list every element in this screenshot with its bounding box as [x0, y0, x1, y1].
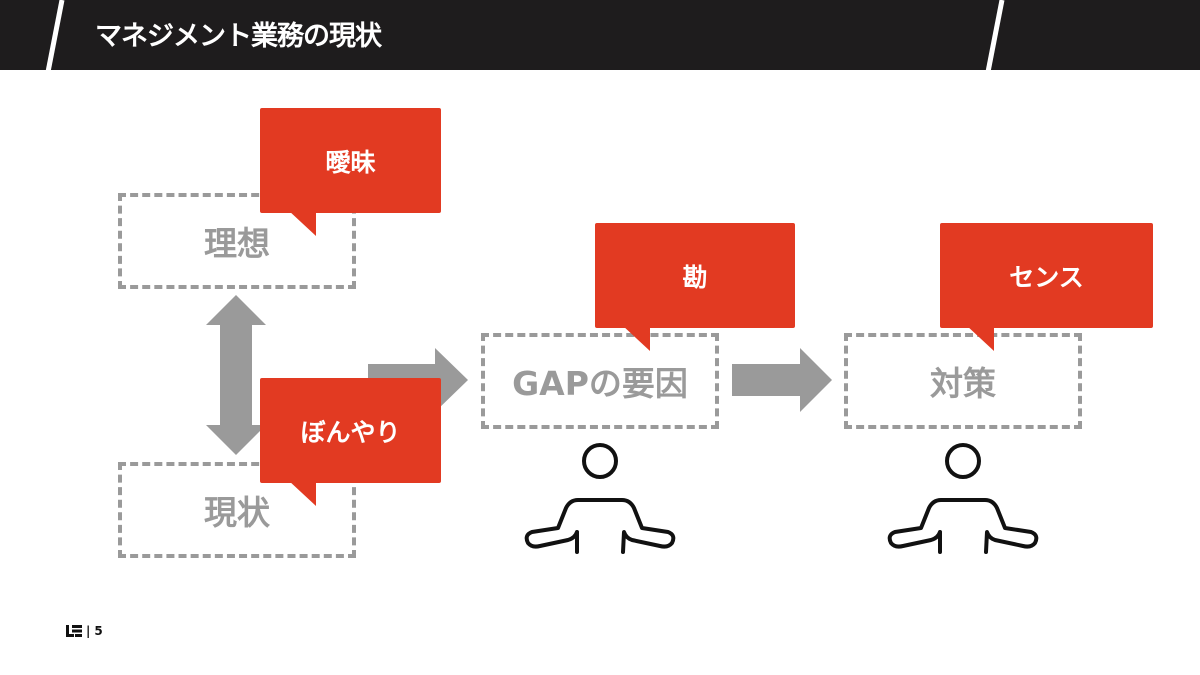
- box-ideal: 理想: [118, 193, 356, 289]
- arrow-to-measure: [732, 348, 832, 412]
- footer-separator: |: [86, 624, 91, 638]
- box-measure: 対策: [844, 333, 1082, 429]
- person-icon: [887, 443, 1039, 554]
- callout-tail: [288, 210, 316, 236]
- box-current: 現状: [118, 462, 356, 558]
- page-title: マネジメント業務の現状: [95, 21, 382, 52]
- callout-ambiguous: 曖昧: [260, 108, 441, 213]
- callout-vague: ぼんやり: [260, 378, 441, 483]
- callout-tail: [622, 325, 650, 351]
- logo-icon: [66, 625, 82, 637]
- box-gap-cause: GAPの要因: [481, 333, 719, 429]
- slash-right: [985, 0, 1005, 72]
- callout-sense: センス: [940, 223, 1153, 328]
- header-slashes: [45, 0, 1005, 72]
- callout-tail: [966, 325, 994, 351]
- callout-tail: [288, 480, 316, 506]
- person-icon: [524, 443, 676, 554]
- vertical-double-arrow: [206, 295, 266, 455]
- page-number: 5: [94, 624, 103, 638]
- callout-intuition: 勘: [595, 223, 795, 328]
- footer: | 5: [66, 624, 103, 638]
- slash-left: [45, 0, 65, 72]
